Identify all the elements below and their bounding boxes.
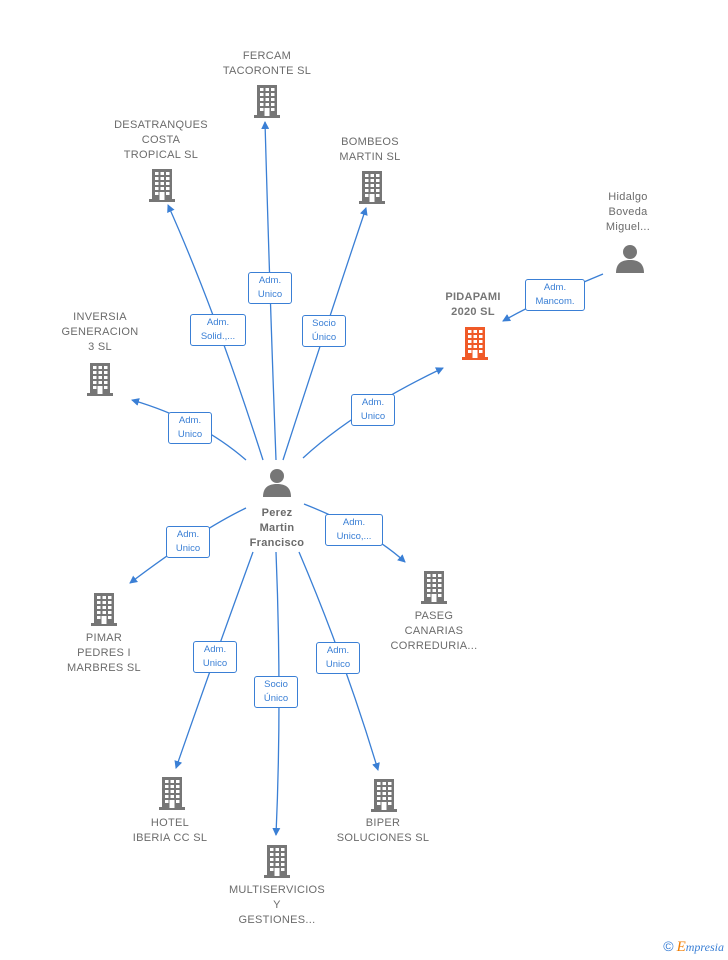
building-icon[interactable] [147, 168, 177, 207]
building-icon[interactable] [157, 776, 187, 815]
building-icon[interactable] [262, 844, 292, 883]
building-icon[interactable] [419, 570, 449, 609]
building-icon[interactable] [369, 778, 399, 817]
building-icon[interactable] [85, 362, 115, 401]
building-icon[interactable] [460, 326, 490, 365]
company-node-desatranques[interactable]: DESATRANQUES COSTA TROPICAL SL [101, 118, 221, 163]
node-label[interactable]: HOTEL IBERIA CC SL [132, 817, 208, 844]
person-icon[interactable] [262, 467, 292, 502]
company-node-hotel[interactable]: HOTEL IBERIA CC SL [115, 816, 225, 846]
company-node-biper[interactable]: BIPER SOLUCIONES SL [323, 816, 443, 846]
node-label[interactable]: BIPER SOLUCIONES SL [336, 817, 430, 844]
node-label[interactable]: BOMBEOS MARTIN SL [339, 136, 401, 163]
edge-role-label[interactable]: Adm. Unico [351, 394, 395, 426]
company-node-paseg[interactable]: PASEG CANARIAS CORREDURIA... [374, 609, 494, 654]
node-label[interactable]: PIMAR PEDRES I MARBRES SL [67, 632, 141, 674]
company-node-multiservicios[interactable]: MULTISERVICIOS Y GESTIONES... [212, 883, 342, 928]
edge-role-label[interactable]: Adm. Unico [193, 641, 237, 673]
node-label[interactable]: Hidalgo Boveda Miguel... [605, 191, 651, 233]
company-node-fercam[interactable]: FERCAM TACORONTE SL [207, 49, 327, 79]
person-node-center[interactable]: Perez Martin Francisco [232, 506, 322, 551]
company-node-pidapami[interactable]: PIDAPAMI 2020 SL [418, 290, 528, 320]
node-label[interactable]: PIDAPAMI 2020 SL [445, 291, 501, 318]
node-label[interactable]: Perez Martin Francisco [249, 507, 305, 549]
edge-role-label[interactable]: Adm. Solid.,... [190, 314, 246, 346]
edge-role-label[interactable]: Socio Único [254, 676, 298, 708]
edge-role-label[interactable]: Adm. Unico,... [325, 514, 383, 546]
edge-role-label[interactable]: Adm. Unico [168, 412, 212, 444]
building-icon[interactable] [357, 170, 387, 209]
brand-logo: © Empresia [663, 938, 724, 956]
company-node-inversia[interactable]: INVERSIA GENERACION 3 SL [45, 310, 155, 355]
brand-name: mpresia [685, 940, 724, 954]
node-label[interactable]: FERCAM TACORONTE SL [222, 50, 312, 77]
building-icon[interactable] [252, 84, 282, 123]
brand-initial: E [676, 939, 686, 955]
edge-role-label[interactable]: Adm. Unico [248, 272, 292, 304]
node-label[interactable]: MULTISERVICIOS Y GESTIONES... [228, 884, 326, 926]
company-node-pimar[interactable]: PIMAR PEDRES I MARBRES SL [49, 631, 159, 676]
edge-role-label[interactable]: Adm. Unico [316, 642, 360, 674]
node-label[interactable]: DESATRANQUES COSTA TROPICAL SL [114, 119, 208, 161]
building-icon[interactable] [89, 592, 119, 631]
node-label[interactable]: INVERSIA GENERACION 3 SL [61, 311, 139, 353]
copyright-icon: © [663, 938, 674, 954]
company-node-bombeos[interactable]: BOMBEOS MARTIN SL [315, 135, 425, 165]
node-label[interactable]: PASEG CANARIAS CORREDURIA... [390, 610, 478, 652]
edge-role-label[interactable]: Adm. Mancom. [525, 279, 585, 311]
edge-role-label[interactable]: Adm. Unico [166, 526, 210, 558]
person-node-hidalgo[interactable]: Hidalgo Boveda Miguel... [583, 190, 673, 235]
edge-role-label[interactable]: Socio Único [302, 315, 346, 347]
person-icon[interactable] [615, 243, 645, 278]
